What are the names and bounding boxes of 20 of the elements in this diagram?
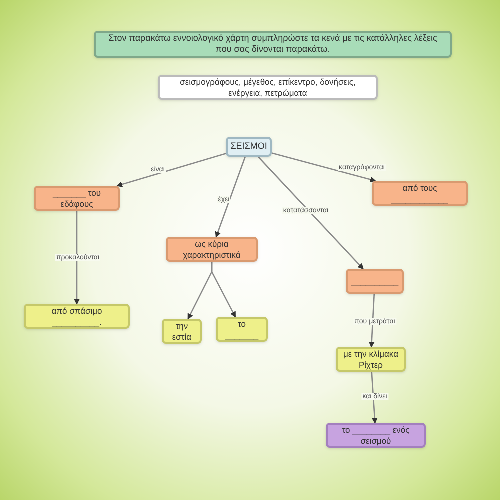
instruction-box: Στον παρακάτω εννοιολογικό χάρτη συμπληρώστε τα κενά με τις κατάλληλες λέξεις που σας δίνονται παρακάτω. (94, 31, 452, 58)
concept-box: το _______ (216, 317, 268, 342)
concept-box: ΣΕΙΣΜΟΙ (226, 137, 272, 157)
arrow (211, 261, 236, 318)
arrow (371, 370, 378, 424)
concept-box: _______ του εδάφους (34, 186, 120, 212)
concept-box: από σπάσιμο __________. (24, 304, 130, 330)
concept-box: από τους ____________ (372, 181, 468, 206)
arrow (368, 294, 376, 348)
arrow (116, 153, 226, 188)
arrow (74, 210, 80, 305)
word-bank-box: σεισμογράφους, μέγεθος, επίκεντρο, δονήσεις, ενέργεια, πετρώματα (158, 75, 378, 100)
arrow (272, 152, 376, 183)
concept-box: __________ (346, 269, 404, 294)
concept-box: το ________ ενός σεισμού (326, 423, 426, 448)
concept-box: με την κλίμακα Ρίχτερ (336, 347, 406, 372)
concept-box: ως κύρια χαρακτηριστικά (166, 237, 258, 262)
arrow (258, 156, 364, 270)
arrow (215, 156, 246, 238)
concept-box: την εστία (162, 319, 202, 344)
